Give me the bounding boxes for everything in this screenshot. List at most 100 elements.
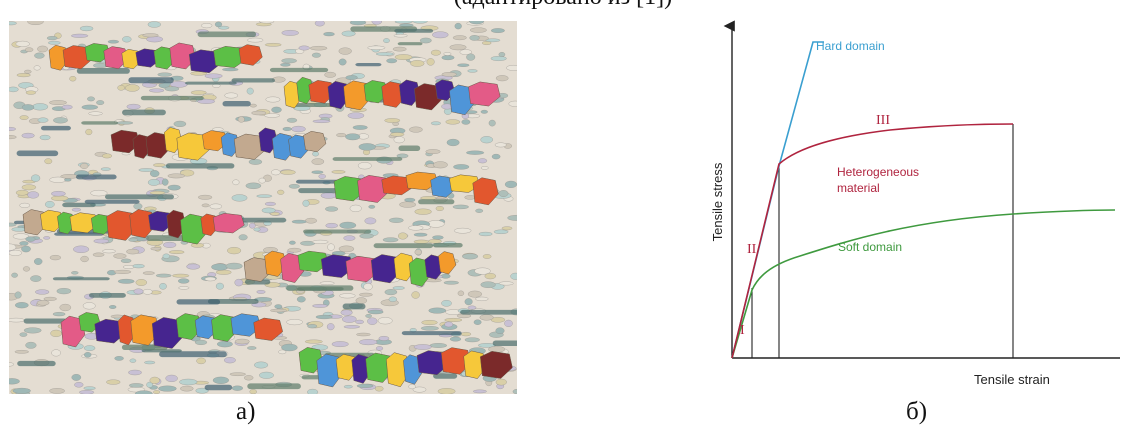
fine-grain xyxy=(146,381,154,388)
fine-grain xyxy=(449,336,462,342)
fine-grain xyxy=(339,221,357,229)
fine-grain xyxy=(481,166,489,170)
fine-grain xyxy=(133,203,143,210)
fine-grain xyxy=(428,239,442,244)
fine-grain xyxy=(452,204,469,210)
fine-grain xyxy=(339,293,356,299)
fine-grain xyxy=(21,104,35,111)
heterogeneous-label-line1: Heterogeneous xyxy=(837,165,919,179)
fine-grain xyxy=(414,249,422,256)
fine-grain xyxy=(312,119,331,123)
fine-grain xyxy=(87,96,95,102)
fine-grain xyxy=(271,169,281,176)
fine-grain xyxy=(134,390,153,394)
fine-grain xyxy=(33,65,41,71)
fine-grain xyxy=(311,158,325,165)
fine-grain xyxy=(82,302,96,310)
fine-grain xyxy=(126,248,140,255)
fine-grain xyxy=(480,281,496,288)
fine-grain xyxy=(37,45,48,53)
fine-grain xyxy=(27,191,40,199)
fine-grain xyxy=(473,319,482,325)
elongated-grain xyxy=(165,163,235,169)
fine-grain xyxy=(331,170,346,174)
fine-grain xyxy=(491,28,505,33)
fine-grain xyxy=(9,362,14,367)
fine-grain xyxy=(251,110,267,116)
fine-grain xyxy=(312,151,319,157)
fine-grain xyxy=(342,315,357,323)
fine-grain xyxy=(307,388,319,394)
fine-grain xyxy=(81,104,98,110)
elongated-grain xyxy=(176,299,221,305)
fine-grain xyxy=(21,245,31,253)
fine-grain xyxy=(325,206,339,212)
fine-grain xyxy=(510,272,517,280)
fine-grain xyxy=(80,255,89,263)
fine-grain xyxy=(14,350,29,354)
fine-grain xyxy=(135,279,147,286)
fine-grain xyxy=(100,167,111,171)
fine-grain xyxy=(133,288,144,295)
elongated-grain xyxy=(373,243,434,249)
fine-grain xyxy=(9,249,22,256)
fine-grain xyxy=(453,164,470,170)
fine-grain xyxy=(24,47,34,52)
fine-grain xyxy=(445,119,461,125)
fine-grain xyxy=(129,383,144,388)
fine-grain xyxy=(302,199,310,207)
fine-grain xyxy=(480,136,493,144)
y-axis-label: Tensile stress xyxy=(710,162,725,241)
fine-grain xyxy=(325,223,338,229)
fine-grain xyxy=(51,191,66,197)
elongated-grain xyxy=(332,157,403,161)
fine-grain xyxy=(209,203,222,210)
fine-grain xyxy=(413,344,432,350)
fine-grain xyxy=(298,45,310,51)
fine-grain xyxy=(475,208,484,213)
fine-grain xyxy=(238,234,248,241)
fine-grain xyxy=(249,222,256,229)
fine-grain xyxy=(142,289,153,295)
fine-grain xyxy=(490,56,507,61)
fine-grain xyxy=(212,376,229,384)
fine-grain xyxy=(196,357,206,365)
fine-grain xyxy=(475,296,489,301)
fine-grain xyxy=(281,30,299,36)
fine-grain xyxy=(59,303,72,312)
fine-grain xyxy=(280,63,291,67)
coarse-grain xyxy=(472,177,499,206)
fine-grain xyxy=(374,386,384,392)
fine-grain xyxy=(408,384,416,390)
elongated-grain xyxy=(207,299,259,304)
fine-grain xyxy=(432,235,444,240)
fine-grain xyxy=(222,67,239,72)
elongated-grain xyxy=(301,375,324,380)
fine-grain xyxy=(394,54,413,60)
elongated-grain xyxy=(235,217,287,223)
fine-grain xyxy=(71,374,82,381)
fine-grain xyxy=(365,314,372,318)
fine-grain xyxy=(234,278,244,287)
fine-grain xyxy=(15,40,30,47)
fine-grain xyxy=(413,239,430,244)
elongated-grain xyxy=(41,125,71,131)
fine-grain xyxy=(315,314,333,320)
fine-grain xyxy=(382,237,399,243)
fine-grain xyxy=(375,346,384,351)
fine-grain xyxy=(286,319,303,326)
fine-grain xyxy=(281,58,297,64)
elongated-grain xyxy=(89,293,126,298)
fine-grain xyxy=(414,208,432,215)
fine-grain xyxy=(320,192,337,199)
fine-grain xyxy=(79,390,95,394)
fine-grain xyxy=(122,36,132,43)
elongated-grain xyxy=(418,199,455,205)
fine-grain xyxy=(51,349,61,357)
fine-grain xyxy=(286,117,298,123)
fine-grain xyxy=(304,339,323,344)
fine-grain xyxy=(204,73,223,79)
fine-grain xyxy=(495,378,507,386)
fine-grain xyxy=(466,53,476,61)
fine-grain xyxy=(352,125,368,130)
